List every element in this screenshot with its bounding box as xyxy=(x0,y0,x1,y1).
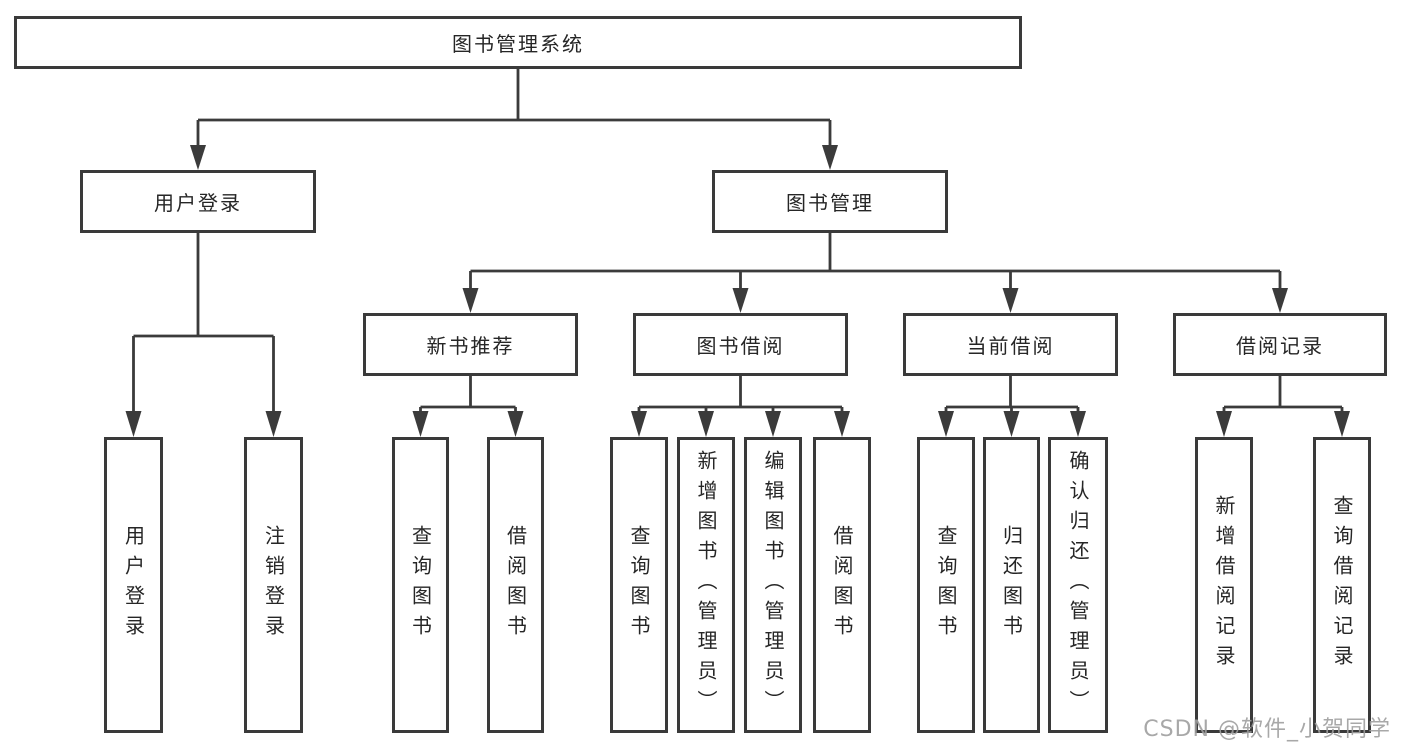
leaf-query-borrow-record: 查询借阅记录 xyxy=(1313,437,1371,733)
leaf-label: 用户登录 xyxy=(121,525,146,645)
connector-bookmgmt-to-level3 xyxy=(469,233,1282,289)
node-book-management-branch: 图书管理 xyxy=(712,170,948,233)
node-book-borrowing: 图书借阅 xyxy=(633,313,848,376)
leaf-add-books-admin: 新增图书（管理员） xyxy=(677,437,735,733)
connector-userlogin-to-leaves xyxy=(132,233,275,412)
node-label: 图书管理系统 xyxy=(452,32,584,56)
leaf-label: 新增借阅记录 xyxy=(1212,495,1236,675)
node-new-book-recommend: 新书推荐 xyxy=(363,313,578,376)
node-label: 借阅记录 xyxy=(1236,334,1324,358)
node-current-borrowing: 当前借阅 xyxy=(903,313,1118,376)
leaf-add-borrow-record: 新增借阅记录 xyxy=(1195,437,1253,733)
csdn-watermark: CSDN @软件_小贺同学 xyxy=(1143,717,1391,742)
leaf-label: 归还图书 xyxy=(999,525,1024,645)
node-label: 新书推荐 xyxy=(426,334,515,358)
arrowheads xyxy=(125,145,1350,437)
node-label: 图书借阅 xyxy=(696,334,785,358)
leaf-borrow-books-recommend: 借阅图书 xyxy=(487,437,544,733)
connector-root-to-level2 xyxy=(196,69,832,146)
leaf-edit-books-admin: 编辑图书（管理员） xyxy=(744,437,802,733)
leaf-user-login: 用户登录 xyxy=(104,437,163,733)
leaf-query-books-borrow: 查询图书 xyxy=(610,437,668,733)
connector-bookborrow-to-leaves xyxy=(637,376,844,412)
leaf-label: 编辑图书（管理员） xyxy=(761,450,785,720)
connector-newbooks-to-leaves xyxy=(419,376,517,412)
connector-currentborrow-to-leaves xyxy=(944,376,1080,412)
leaf-label: 借阅图书 xyxy=(830,525,854,645)
node-label: 用户登录 xyxy=(154,191,242,215)
leaf-label: 借阅图书 xyxy=(503,525,528,645)
leaf-query-books-current: 查询图书 xyxy=(917,437,975,733)
leaf-label: 查询图书 xyxy=(408,525,433,645)
leaf-label: 新增图书（管理员） xyxy=(694,450,718,720)
leaf-label: 注销登录 xyxy=(261,525,286,645)
node-borrowing-records: 借阅记录 xyxy=(1173,313,1387,376)
leaf-return-books: 归还图书 xyxy=(983,437,1040,733)
node-user-login-branch: 用户登录 xyxy=(80,170,316,233)
leaf-logout: 注销登录 xyxy=(244,437,303,733)
leaf-query-books-recommend: 查询图书 xyxy=(392,437,449,733)
leaf-confirm-return-admin: 确认归还（管理员） xyxy=(1048,437,1108,733)
node-label: 图书管理 xyxy=(786,191,874,215)
leaf-label: 查询借阅记录 xyxy=(1330,495,1354,675)
leaf-borrow-books: 借阅图书 xyxy=(813,437,871,733)
leaf-label: 查询图书 xyxy=(934,525,958,645)
leaf-label: 查询图书 xyxy=(627,525,651,645)
connector-records-to-leaves xyxy=(1222,376,1344,412)
node-label: 当前借阅 xyxy=(966,334,1055,358)
leaf-label: 确认归还（管理员） xyxy=(1066,450,1090,720)
node-library-management-system: 图书管理系统 xyxy=(14,16,1022,69)
